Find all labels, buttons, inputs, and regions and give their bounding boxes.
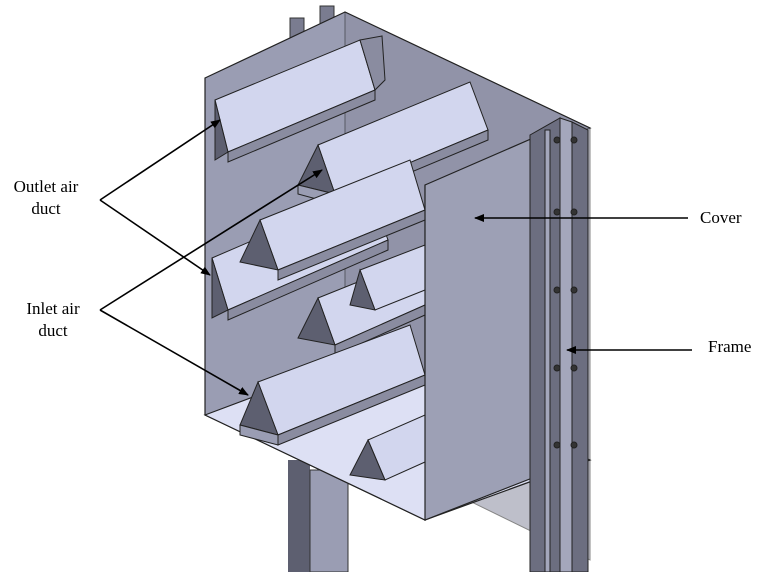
outlet-duct-3 [239, 324, 426, 446]
outlet-leader-lower [99, 199, 211, 276]
inlet-leader-lower [99, 309, 249, 396]
label-outlet-line1: Outlet air [13, 177, 79, 196]
label-inlet-line1: Inlet air [26, 299, 80, 318]
label-outlet-line2: duct [31, 199, 61, 218]
frame-channel [529, 117, 589, 572]
inlet-duct-2 [239, 159, 426, 281]
ducts [211, 35, 489, 481]
leader-lines [99, 119, 692, 396]
label-frame: Frame [708, 337, 752, 356]
label-inlet-line2: duct [38, 321, 68, 340]
cover-panel [424, 134, 541, 521]
inlet-duct-4 [349, 414, 426, 481]
label-outlet-air-duct: Outlet air duct [0, 176, 92, 220]
inlet-leader-upper [99, 169, 323, 311]
outlet-leader-upper [99, 119, 221, 201]
label-inlet-air-duct: Inlet air duct [10, 298, 96, 342]
outlet-duct-1 [214, 35, 386, 163]
label-cover: Cover [700, 208, 742, 227]
